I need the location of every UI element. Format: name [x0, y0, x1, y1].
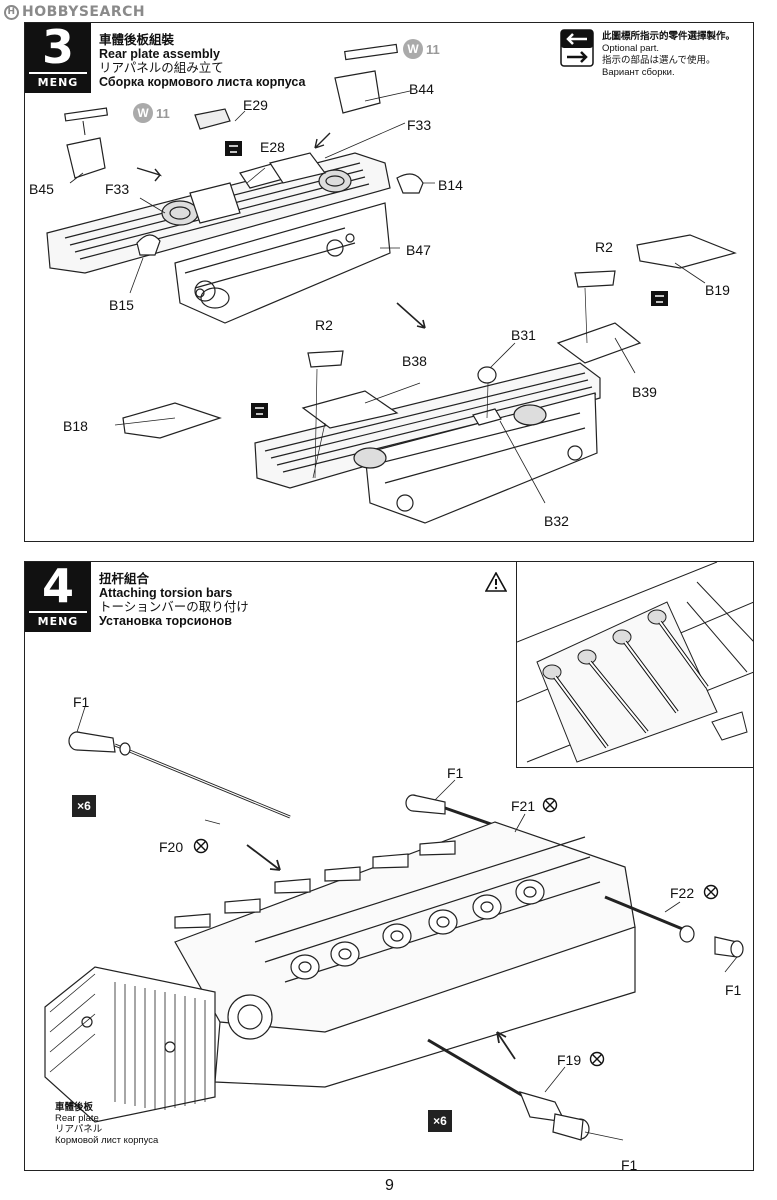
part-e29: [194, 108, 231, 130]
label-b45: B45: [29, 181, 54, 197]
step-4-title-en: Attaching torsion bars: [99, 586, 233, 600]
arrow-1: [136, 167, 163, 182]
label-b31: B31: [511, 327, 536, 343]
rear-fan-left: [161, 200, 199, 226]
detail-inset: [516, 562, 754, 768]
rear-plate-ja: リアパネル: [55, 1124, 103, 1135]
step-3-number: 3: [41, 20, 74, 74]
label-r2-b: R2: [315, 317, 333, 333]
label-b39: B39: [632, 384, 657, 400]
step-4-title: 扭杆組合 Attaching torsion bars トーションバーの取り付け…: [99, 572, 249, 628]
rear-plate-ru: Кормовой лист корпуса: [55, 1135, 159, 1146]
arrow-2: [314, 132, 331, 149]
watermark-badge: H: [4, 4, 19, 20]
label-b15: B15: [109, 297, 134, 313]
step-3-title-zh: 車體後板組裝: [99, 33, 175, 47]
optional-text-ru: Вариант сборки.: [602, 67, 675, 78]
part-b44: [334, 70, 381, 114]
w11-number: 11: [426, 41, 440, 57]
label-f1-d: F1: [621, 1157, 638, 1173]
optional-icons-step3: [225, 141, 668, 418]
rear-plate-caption: 車體後板 Rear plate リアパネル Кормовой лист корп…: [55, 1102, 158, 1146]
label-r2-a: R2: [595, 239, 613, 255]
step-3-panel: 3 MENG 車體後板組裝 Rear plate assembly リアパネルの…: [24, 20, 754, 542]
label-b44: B44: [409, 81, 434, 97]
label-f20: F20: [159, 839, 184, 855]
page-number: 9: [385, 1177, 394, 1194]
optional-text-ja: 指示の部品は選んで使用。: [602, 55, 716, 66]
label-b19: B19: [705, 282, 730, 298]
rear-fan-right: [318, 169, 352, 193]
label-b38: B38: [402, 353, 427, 369]
multiplier-badge-bottom: ×6: [428, 1110, 452, 1132]
step-3-brand: MENG: [29, 72, 87, 89]
w11-tag-top: W 11: [403, 39, 440, 59]
arrow-5: [496, 1031, 516, 1060]
warning-icon: [485, 572, 507, 592]
label-b14: B14: [438, 177, 463, 193]
step-4-number-box: 4 MENG: [25, 559, 91, 632]
part-b39: [556, 322, 642, 364]
step-4-panel: 4 MENG 扭杆組合 Attaching torsion bars トーション…: [24, 559, 754, 1173]
no-glue-icon-f22: [703, 884, 719, 900]
arrow-4: [246, 844, 281, 871]
step-3-illustration: [46, 43, 737, 524]
label-f19: F19: [557, 1052, 582, 1068]
step-3-title-en: Rear plate assembly: [99, 47, 220, 61]
label-f21: F21: [511, 798, 536, 814]
part-b45: [66, 137, 106, 179]
label-e28: E28: [260, 139, 285, 155]
label-f33-b: F33: [105, 181, 130, 197]
w-letter-badge-2: W: [133, 103, 153, 123]
w11-number-2: 11: [156, 105, 170, 121]
rear-plate-en: Rear plate: [55, 1113, 99, 1124]
label-b32: B32: [544, 513, 569, 529]
rear-plate-zh: 車體後板: [55, 1102, 94, 1113]
multiplier-badge-top: ×6: [72, 795, 96, 817]
label-f33-a: F33: [407, 117, 432, 133]
step-4-title-ru: Установка торсионов: [99, 614, 232, 628]
lower-hull-deck: [254, 362, 601, 489]
optional-swap-icon: [560, 29, 594, 67]
step-4-illustration: [44, 706, 744, 1141]
step-4-brand: MENG: [29, 611, 87, 628]
step-4-number: 4: [41, 559, 74, 613]
step-4-title-ja: トーションバーの取り付け: [99, 600, 249, 614]
part-b31: [477, 366, 497, 384]
optional-text-zh: 此圖標所指示的零件選擇製作。: [602, 31, 736, 42]
arrow-3: [396, 302, 426, 329]
no-glue-symbols: [193, 797, 719, 1067]
drive-sprocket: [227, 994, 273, 1040]
rear-plate: [44, 966, 216, 1123]
no-glue-icon-f20: [193, 838, 209, 854]
watermark-text: HOBBYSEARCH: [22, 4, 146, 20]
step-3-title-ru: Сборка кормового листа корпуса: [99, 75, 306, 89]
part-b18: [122, 402, 222, 439]
step-3-title-ja: リアパネルの組み立て: [99, 61, 224, 75]
optional-part-legend: 此圖標所指示的零件選擇製作。 Optional part. 指示の部品は選んで使…: [560, 29, 750, 79]
part-b19: [636, 234, 737, 269]
w-letter-badge: W: [403, 39, 423, 59]
part-f19: [427, 1038, 526, 1099]
step-3-title: 車體後板組裝 Rear plate assembly リアパネルの組み立て Сб…: [99, 33, 306, 89]
label-f1-a: F1: [73, 694, 90, 710]
optional-text-en: Optional part.: [602, 43, 660, 54]
w11-tag-left: W 11: [133, 103, 170, 123]
watermark: H HOBBYSEARCH: [4, 4, 145, 20]
label-e29: E29: [243, 97, 268, 113]
part-b15: [136, 234, 161, 256]
part-f22: [604, 895, 686, 932]
label-f1-c: F1: [725, 982, 742, 998]
part-b14: [396, 173, 424, 194]
label-f22: F22: [670, 885, 695, 901]
no-glue-icon-f21: [542, 797, 558, 813]
no-glue-icon-f19: [589, 1051, 605, 1067]
label-b47: B47: [406, 242, 431, 258]
label-b18: B18: [63, 418, 88, 434]
step-4-title-zh: 扭杆組合: [99, 572, 150, 586]
label-f1-b: F1: [447, 765, 464, 781]
step-3-number-box: 3 MENG: [25, 20, 91, 93]
